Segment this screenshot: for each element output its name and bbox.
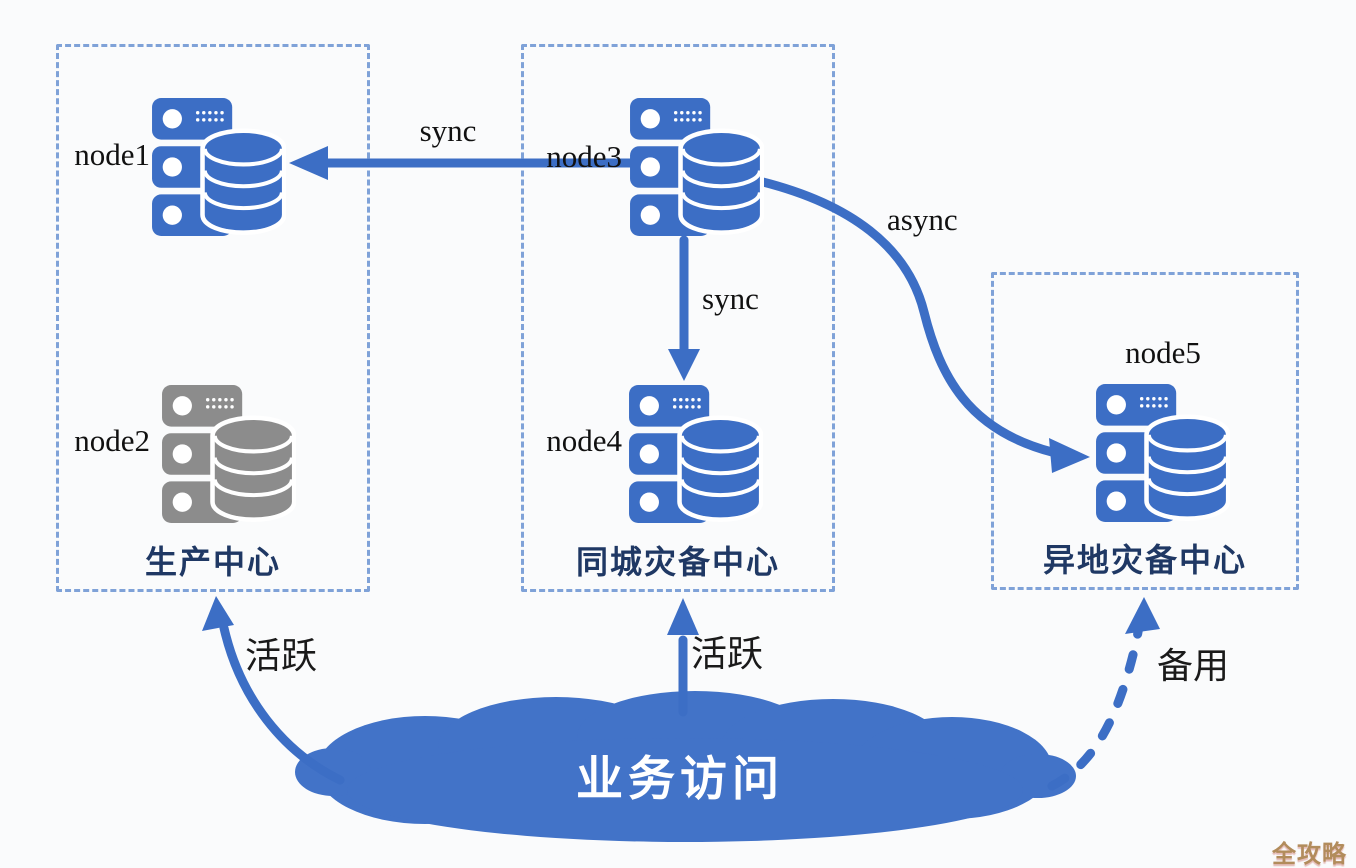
- sync-label-vertical: sync: [702, 281, 759, 316]
- remote-dr-center-title: 异地灾备中心: [1042, 542, 1247, 578]
- server-database-icon: [629, 385, 763, 523]
- active-label-production: 活跃: [245, 635, 318, 676]
- sync-label-horizontal: sync: [419, 113, 477, 148]
- standby-label-remote: 备用: [1157, 645, 1230, 686]
- watermark-text: 全攻略: [1272, 841, 1347, 868]
- active-arrow-cloud-to-production: [202, 596, 345, 785]
- node4-label: node4: [546, 423, 622, 458]
- async-label: async: [887, 202, 958, 237]
- active-label-metro: 活跃: [691, 633, 764, 674]
- standby-arrow-cloud-to-remote: [1047, 597, 1160, 791]
- server-database-icon: [162, 385, 296, 523]
- server-database-icon: [630, 98, 764, 236]
- server-database-icon: [1096, 384, 1230, 522]
- business-access-cloud-label: 业务访问: [576, 752, 784, 805]
- node3-label: node3: [546, 139, 622, 174]
- server-database-icon: [152, 98, 286, 236]
- node2-label: node2: [74, 423, 150, 458]
- metro-dr-center-title: 同城灾备中心: [575, 544, 780, 580]
- node1-label: node1: [74, 137, 150, 172]
- production-center-box: 生产中心: [56, 44, 370, 592]
- node5-label: node5: [1125, 335, 1201, 370]
- production-center-title: 生产中心: [144, 544, 281, 580]
